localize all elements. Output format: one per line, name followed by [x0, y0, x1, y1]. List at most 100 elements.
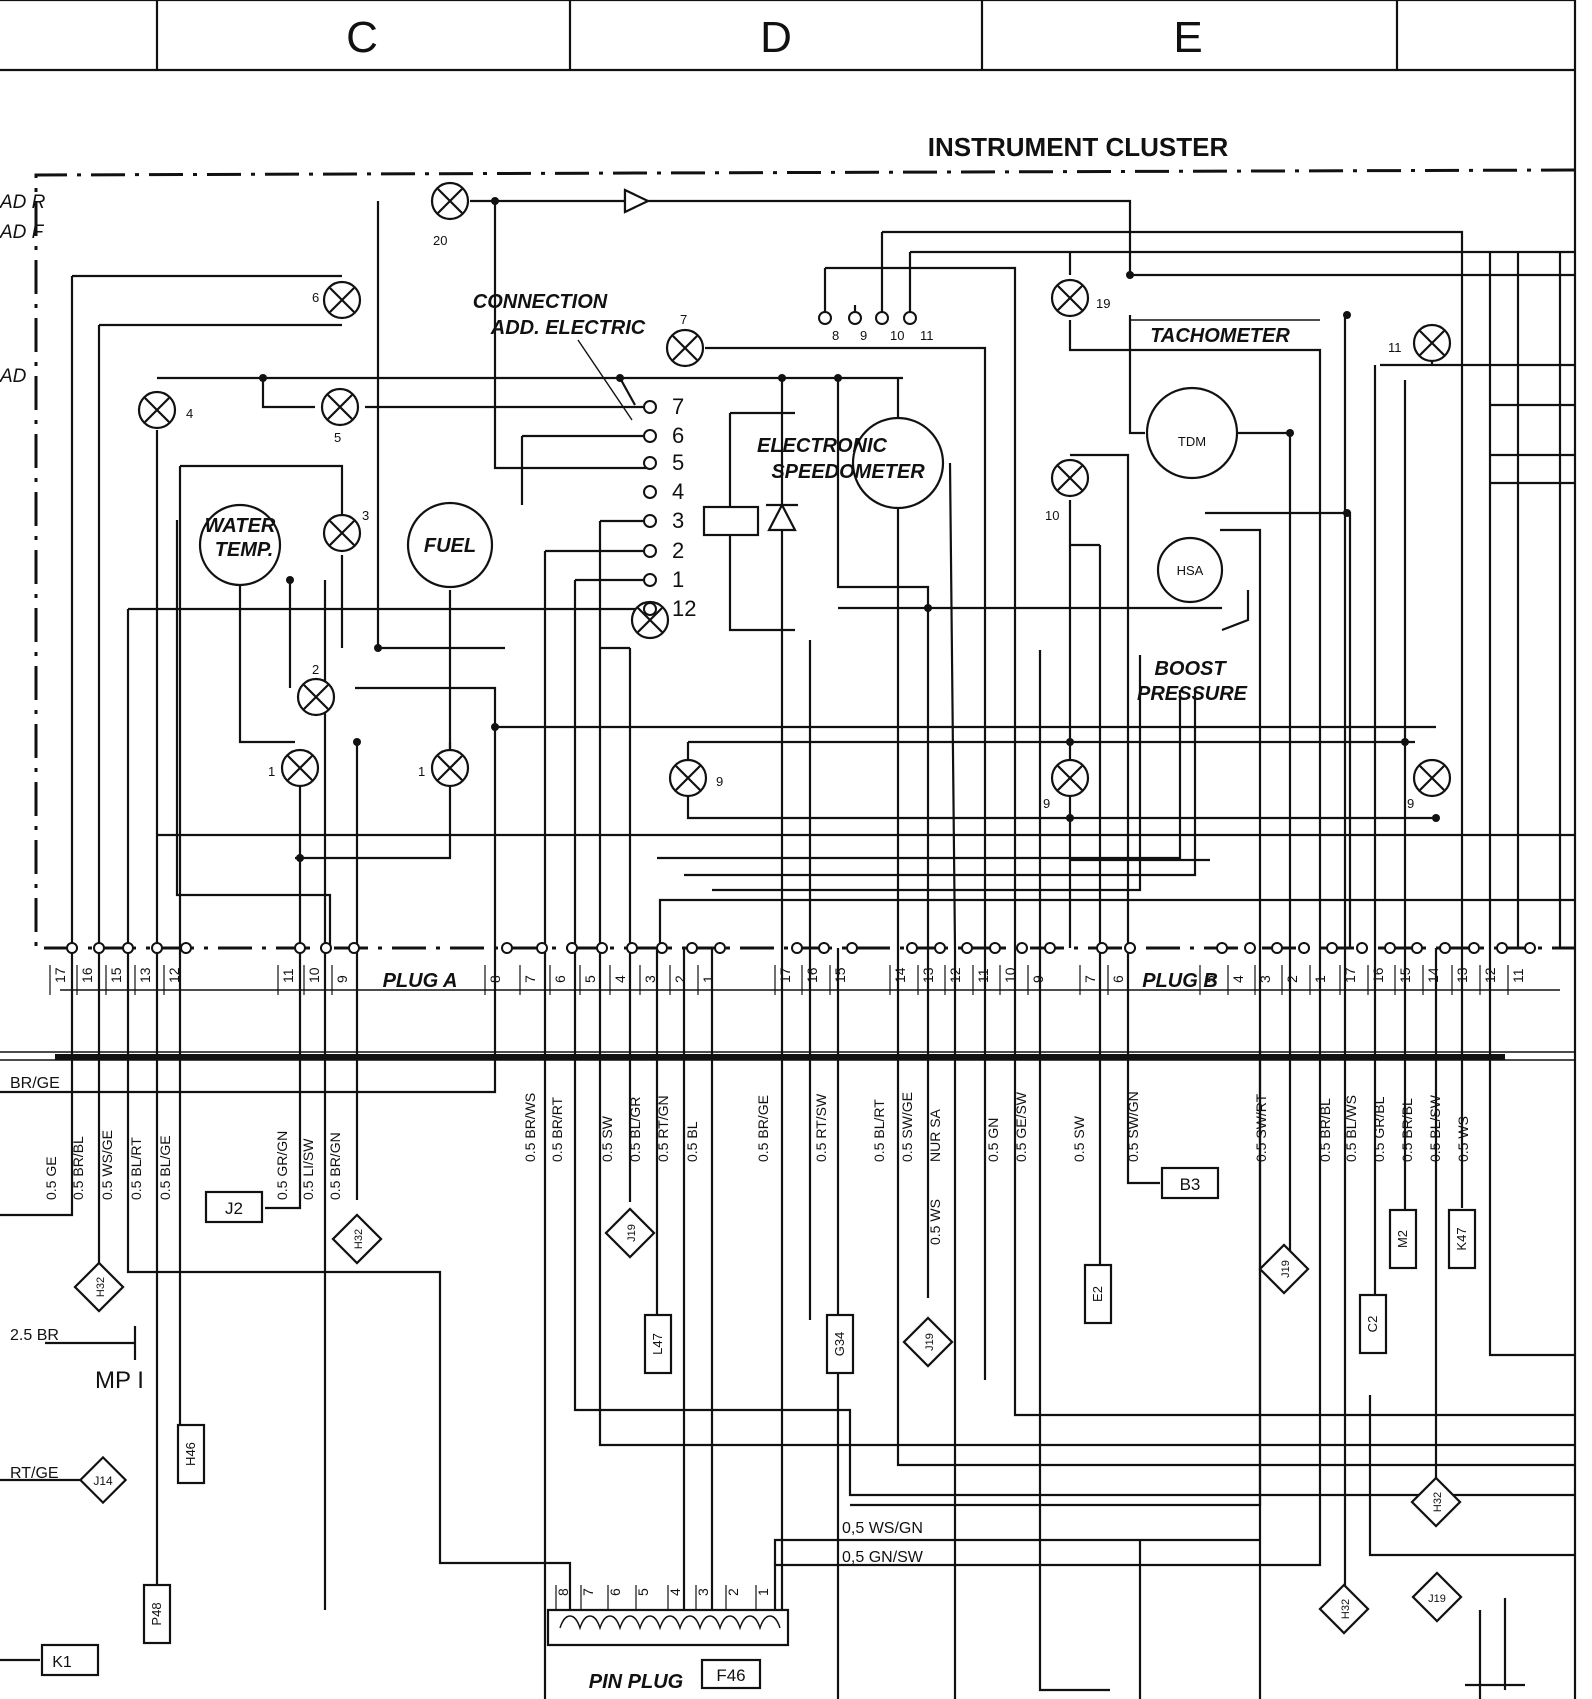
tdm-label: TDM [1178, 434, 1206, 449]
svg-text:C2: C2 [1365, 1316, 1380, 1333]
water-label: WATER [205, 515, 276, 537]
speedometer-label: SPEEDOMETER [771, 461, 925, 483]
plug-b-pin-number: 10 [1002, 967, 1018, 983]
component-c2: C2 [1358, 1293, 1388, 1355]
plug-a-pin-number: 1 [700, 975, 716, 983]
plug-b-terminal [1244, 942, 1256, 954]
connection-pins: 7 6 5 4 3 2 1 12 [643, 394, 696, 621]
wire-color-label: 0.5 GR/GN [274, 1131, 290, 1200]
plug-b-terminal [1411, 942, 1423, 954]
lamp-3 [322, 513, 362, 553]
plug-a-pin-number: 13 [137, 967, 153, 983]
plug-b-pin-number: 6 [1110, 975, 1126, 983]
svg-text:E2: E2 [1090, 1286, 1105, 1302]
conn-pin-12: 12 [672, 596, 696, 621]
plug-a-terminal [596, 942, 608, 954]
plug-a-terminal [656, 942, 668, 954]
component-l47: L47 [643, 1313, 673, 1375]
component-j2: J2 [204, 1190, 264, 1224]
lamp-10-number: 10 [1045, 508, 1059, 523]
wire-color-label: 0.5 BL/GR [627, 1097, 643, 1162]
plug-b-pin-number: 9 [1030, 975, 1046, 983]
conn-pin-6: 6 [672, 423, 684, 448]
wire-ws-gn: 0,5 WS/GN [842, 1520, 923, 1537]
svg-text:H32: H32 [95, 1277, 107, 1297]
lamp-10 [1050, 458, 1090, 498]
tachometer-gauge [1145, 386, 1239, 480]
lamp-9b-number: 9 [1043, 796, 1050, 811]
component-h32-c: H32 [1410, 1476, 1462, 1528]
wire-color-label: 0.5 SW/GN [1125, 1091, 1141, 1162]
wire-color-label: 0.5 BL/SW [1427, 1094, 1443, 1162]
component-h32-a: H32 [73, 1261, 125, 1313]
fuel-label: FUEL [424, 535, 476, 557]
component-j14: J14 [78, 1455, 128, 1505]
wiring [0, 190, 1575, 1699]
plug-b-pin-number: 11 [975, 968, 991, 983]
lamp-9a [668, 758, 708, 798]
plug-b-pin-number: 7 [1082, 975, 1098, 983]
mp1-label: MP I [95, 1367, 144, 1394]
lamp-9c-number: 9 [1407, 796, 1414, 811]
component-h32-b: H32 [331, 1213, 383, 1265]
conn-pin-2: 2 [672, 538, 684, 563]
svg-text:J19: J19 [1280, 1260, 1292, 1278]
plug-b-terminal [1384, 942, 1396, 954]
plug-b-pin-number: 17 [1342, 967, 1358, 983]
wire-color-label: 0.5 BL [684, 1121, 700, 1162]
svg-text:J19: J19 [1428, 1593, 1446, 1605]
plug-a-terminal [536, 942, 548, 954]
svg-text:B3: B3 [1180, 1175, 1201, 1194]
hsa-gauge [1156, 536, 1224, 604]
lamp-9c [1412, 758, 1452, 798]
wire-color-label: 0.5 GN [985, 1118, 1001, 1162]
wire-color-label: 0.5 BR/GN [327, 1132, 343, 1200]
pin-plug-pin-number: 2 [725, 1588, 741, 1596]
wire-color-label: 0.5 GE/SW [1013, 1091, 1029, 1162]
wire-color-label: 0.5 SW [599, 1115, 615, 1162]
contact-11: 11 [920, 328, 934, 343]
pin-plug-pin-number: 5 [635, 1588, 651, 1596]
lamp-5-number: 5 [334, 430, 341, 445]
lamp-8 [630, 600, 670, 640]
plug-b-pin-number: 14 [1425, 967, 1441, 983]
wire-color-label: 0.5 GE [43, 1156, 59, 1200]
plug-b-pin-number: 14 [892, 967, 908, 983]
conn-pin-1: 1 [672, 567, 684, 592]
plug-b-terminal [1468, 942, 1480, 954]
plug-a-terminal [151, 942, 163, 954]
plug-a-terminal [122, 942, 134, 954]
component-j19-b: J19 [902, 1316, 954, 1368]
pin-plug-pin-number: 7 [580, 1588, 596, 1596]
wire-color-label: 0.5 WS [927, 1199, 943, 1245]
conn-pin-7: 7 [672, 394, 684, 419]
plug-a-pin-number: 11 [280, 968, 296, 983]
lamp-19 [1050, 278, 1090, 318]
plug-b-terminal [1216, 942, 1228, 954]
lamp-2 [296, 677, 336, 717]
plug-a-terminal [626, 942, 638, 954]
plug-a-terminal [348, 942, 360, 954]
wire-color-label: 0.5 BR/RT [549, 1096, 565, 1162]
lamp-1a-number: 1 [268, 764, 275, 779]
plug-a-pin-number: 3 [642, 975, 658, 983]
wire-color-label: 0.5 WS/GE [99, 1130, 115, 1200]
plug-a-terminal [320, 942, 332, 954]
lamp-4-number: 4 [186, 406, 193, 421]
plug-b-pin-number: 5 [1202, 975, 1218, 983]
plug-b-pin-number: 11 [1510, 968, 1526, 983]
plug-b-terminal [1524, 942, 1536, 954]
lamp-7 [665, 328, 705, 368]
contact-9: 9 [860, 328, 867, 343]
lamp-3-number: 3 [362, 508, 369, 523]
plug-b-terminal [1356, 942, 1368, 954]
plug-a-pin-number: 15 [108, 967, 124, 983]
plug-a-terminal [566, 942, 578, 954]
contact-8: 8 [832, 328, 839, 343]
plug-b-terminal [1439, 942, 1451, 954]
junctions [259, 197, 1440, 862]
wire-2-5-br: 2.5 BR [10, 1327, 59, 1344]
plug-b-terminal [846, 942, 858, 954]
svg-text:J2: J2 [225, 1199, 243, 1218]
